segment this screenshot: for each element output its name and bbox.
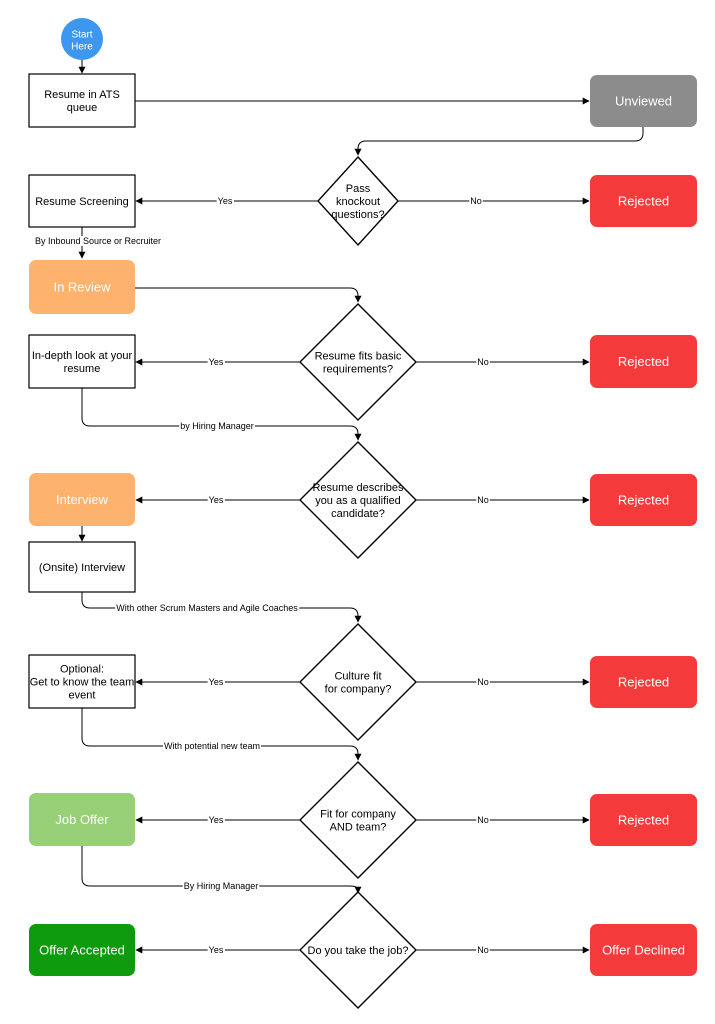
by-hiring-manager-label-1: by Hiring Manager — [180, 421, 254, 431]
no-label-2: No — [477, 357, 489, 367]
rejected-status-3: Rejected — [590, 474, 697, 526]
no-label-3: No — [477, 495, 489, 505]
no-label-5: No — [477, 815, 489, 825]
onsite-interview-box-label: (Onsite) Interview — [39, 562, 125, 574]
edge-indepth-to-qualified — [81, 388, 362, 441]
rejected-status-5-label: Rejected — [618, 813, 669, 828]
edge-unviewed-to-knockout — [354, 126, 644, 156]
job-offer-status: Job Offer — [29, 793, 135, 846]
inbound-label: By Inbound Source or Recruiter — [35, 236, 161, 246]
screening-box: Resume Screening — [28, 174, 136, 228]
no-label-6: No — [477, 945, 489, 955]
rejected-status-5: Rejected — [590, 794, 697, 846]
rejected-status-1-label: Rejected — [618, 194, 669, 209]
yes-label-5: Yes — [209, 815, 224, 825]
rejected-status-2: Rejected — [590, 335, 697, 388]
unviewed-status-label: Unviewed — [615, 94, 672, 109]
offer-accepted-status-label: Offer Accepted — [39, 943, 125, 958]
yes-label-2: Yes — [209, 357, 224, 367]
interview-status-label: Interview — [56, 492, 109, 507]
no-label-1: No — [470, 196, 482, 206]
interview-status: Interview — [29, 473, 135, 526]
offer-declined-status: Offer Declined — [590, 924, 697, 976]
rejected-status-1: Rejected — [590, 175, 697, 227]
rejected-status-4: Rejected — [590, 656, 697, 708]
in-review-status-label: In Review — [53, 280, 111, 295]
take-job-decision: Do you take the job? — [299, 891, 417, 1009]
in-review-status: In Review — [29, 260, 135, 314]
offer-accepted-status: Offer Accepted — [29, 924, 135, 976]
screening-box-label: Resume Screening — [35, 196, 129, 208]
onsite-interview-box: (Onsite) Interview — [28, 541, 136, 593]
job-offer-status-label: Job Offer — [55, 812, 109, 827]
yes-label-4: Yes — [209, 677, 224, 687]
rejected-status-2-label: Rejected — [618, 354, 669, 369]
no-label-4: No — [477, 677, 489, 687]
rejected-status-4-label: Rejected — [618, 675, 669, 690]
yes-label-6: Yes — [209, 945, 224, 955]
offer-declined-status-label: Offer Declined — [602, 943, 685, 958]
edge-inreview-to-basic — [135, 287, 362, 303]
scrum-label: With other Scrum Masters and Agile Coach… — [116, 603, 298, 613]
by-hiring-manager-label-2: By Hiring Manager — [184, 881, 259, 891]
yes-label-1: Yes — [218, 196, 233, 206]
new-team-label: With potential new team — [164, 741, 260, 751]
take-job-decision-label: Do you take the job? — [308, 945, 409, 957]
unviewed-status: Unviewed — [590, 75, 697, 127]
edge-event-to-companyteam — [81, 708, 362, 761]
yes-label-3: Yes — [209, 495, 224, 505]
rejected-status-3-label: Rejected — [618, 493, 669, 508]
